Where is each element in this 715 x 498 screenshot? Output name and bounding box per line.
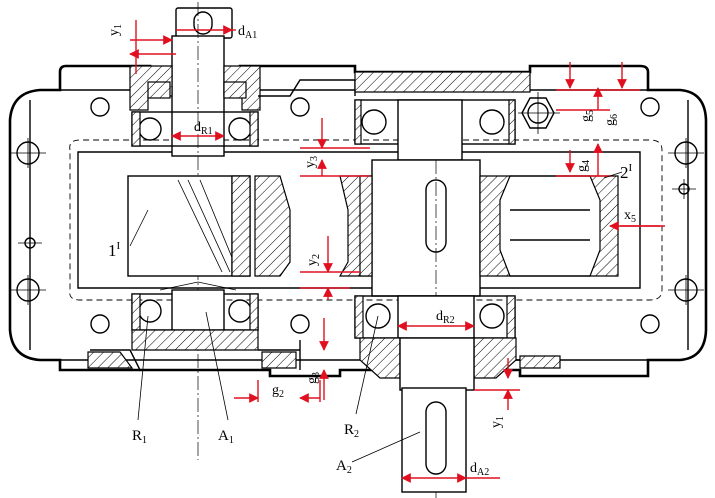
label-gear-1: 1I <box>108 240 121 260</box>
label-x5: x5 <box>624 208 636 225</box>
label-R2: R2 <box>344 422 359 440</box>
output-shaft <box>354 71 619 498</box>
bolt-hole <box>90 314 110 334</box>
label-dR1: dR1 <box>194 120 213 137</box>
bolt-holes <box>10 97 704 334</box>
label-y2: y2 <box>305 254 322 266</box>
label-A2: A2 <box>336 458 352 476</box>
label-A1: A1 <box>218 428 234 446</box>
bolt-hole <box>640 97 660 117</box>
label-y1-bottom: y1 <box>489 416 506 428</box>
label-dA2: dA2 <box>470 461 489 478</box>
label-g6: g6 <box>603 114 620 126</box>
label-g5: g5 <box>579 110 596 122</box>
input-shaft <box>127 2 261 460</box>
label-y3: y3 <box>303 156 320 168</box>
bolt-hole <box>290 97 310 117</box>
label-g3: g3 <box>305 372 322 384</box>
labels: y1 dA1 dR1 y3 y2 g5 g6 g4 2I x5 1I <box>107 24 636 478</box>
bolt-hole <box>90 97 110 117</box>
label-gear-2: 2I <box>620 162 633 182</box>
hex-nut <box>518 92 560 134</box>
label-g4: g4 <box>575 160 592 172</box>
label-y1-top: y1 <box>107 24 124 36</box>
label-dA1: dA1 <box>238 24 257 41</box>
leader-lines <box>129 171 623 463</box>
label-R1: R1 <box>132 428 147 446</box>
label-dR2: dR2 <box>436 309 455 326</box>
middle-wall <box>254 79 371 277</box>
label-g2: g2 <box>272 383 284 400</box>
bolt-hole <box>640 314 660 334</box>
dimension-lines <box>129 20 665 483</box>
bolt-hole <box>290 314 310 334</box>
housing-feet <box>87 340 561 371</box>
